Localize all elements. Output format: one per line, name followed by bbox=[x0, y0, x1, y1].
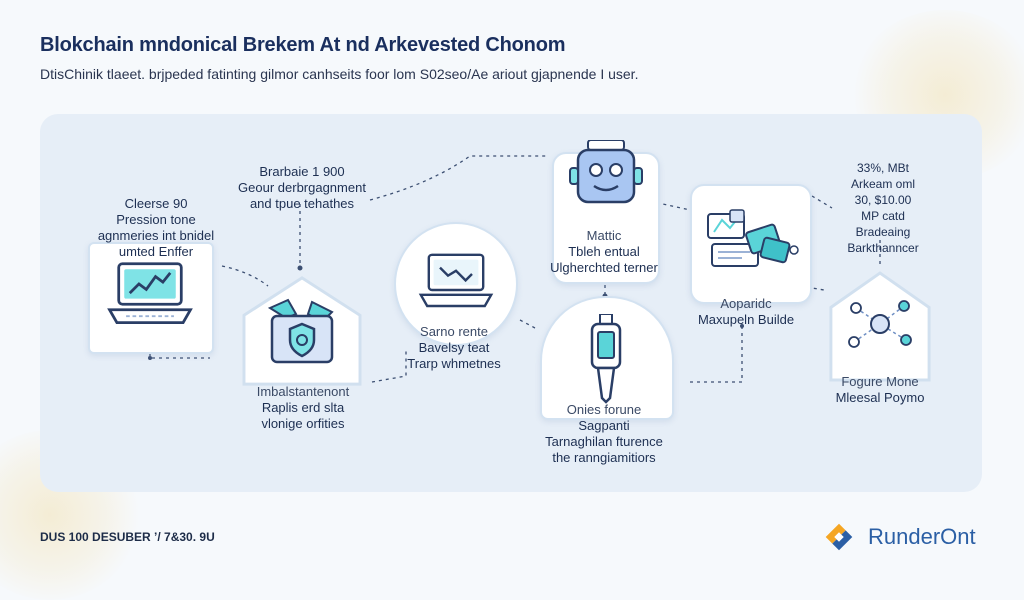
top-right-note-label: 33%, MBt Arkeam oml 30, $10.00 MP catd B… bbox=[847, 161, 919, 255]
brand-logo-icon bbox=[825, 523, 853, 551]
laptop-chart-icon bbox=[418, 253, 494, 308]
usb-label: Onies forune Sagpanti Tarnaghilan fturen… bbox=[545, 402, 663, 465]
top-note-label: Brarbaie 1 900 Geour derbrgagnment and t… bbox=[238, 164, 366, 211]
connector-note-to-robot bbox=[369, 155, 548, 201]
usb-key-icon bbox=[590, 314, 622, 404]
connector-usb-to-cards bbox=[690, 326, 743, 383]
connector-wallet-to-center bbox=[371, 350, 407, 383]
page-title: Blokchain mndonical Brekem At nd Arkeves… bbox=[40, 34, 566, 56]
network-nodes-icon bbox=[848, 300, 912, 348]
connector-center-to-usb bbox=[519, 319, 536, 329]
connector-dot bbox=[148, 356, 152, 360]
connector-dot bbox=[740, 324, 744, 328]
laptop-center-label: Sarno rente Bavelsy teat Trarp whmetnes bbox=[407, 324, 501, 371]
page-subtitle: DtisChinik tlaeet. brjpeded fatinting gi… bbox=[40, 66, 639, 82]
wallet-shield-icon bbox=[267, 298, 334, 364]
laptop-left-label: Cleerse 90 Pression tone agnmeries int b… bbox=[97, 196, 215, 259]
footer-meta-text: DUS 100 DESUBER ’/ 7&30. 9U bbox=[40, 530, 215, 544]
brand[interactable]: RunderOnt bbox=[820, 516, 990, 556]
brand-name: RunderOnt bbox=[868, 524, 976, 549]
cards-tile bbox=[690, 184, 812, 304]
laptop-chart-icon bbox=[107, 262, 193, 324]
laptop-left-tile bbox=[88, 242, 214, 354]
connector-dot bbox=[297, 265, 303, 271]
cards-label: Aoparidc Maxupeln Builde bbox=[697, 296, 795, 327]
usb-tile bbox=[540, 296, 674, 420]
laptop-center-tile bbox=[394, 222, 518, 346]
crypto-cards-icon bbox=[707, 209, 799, 267]
wallet-label: Imbalstantenont Raplis erd slta vlonige … bbox=[256, 384, 350, 431]
network-label: Fogure Mone Mleesal Poymo bbox=[835, 374, 925, 405]
robot-tile bbox=[552, 140, 660, 284]
robot-label: Mattic Tbleh entual Ulgherchted terner bbox=[550, 228, 658, 275]
robot-icon bbox=[569, 140, 643, 204]
